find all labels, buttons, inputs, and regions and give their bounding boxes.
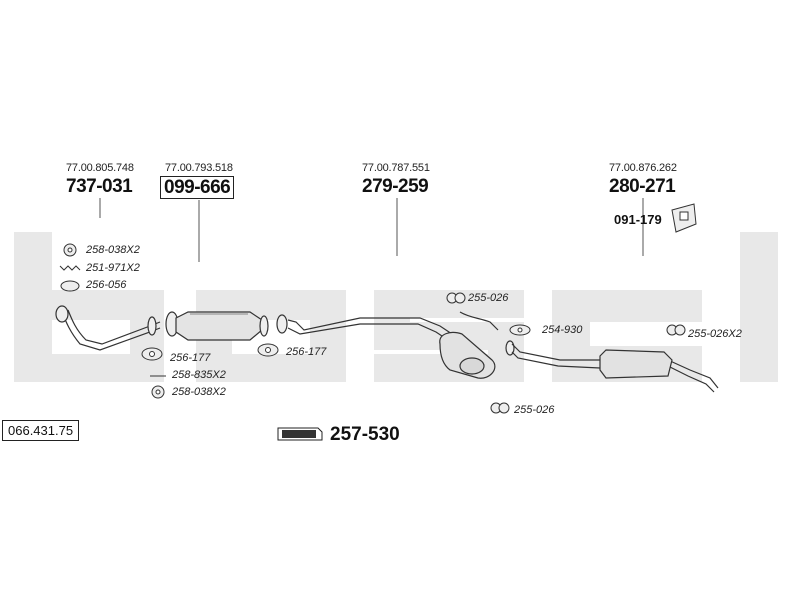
part-number[interactable]: 280-271 <box>609 176 676 197</box>
rear-muffler <box>599 349 673 379</box>
callout-label: 255-026 <box>468 292 509 304</box>
oe-number: 77.00.793.518 <box>165 162 233 174</box>
catalytic-converter <box>165 311 269 341</box>
oe-number: 77.00.805.748 <box>66 162 134 174</box>
callout-label: 256-177 <box>170 352 211 364</box>
hardware-icons <box>59 203 697 414</box>
callout-label: 255-026 <box>514 404 555 416</box>
callout-label: 258-038X2 <box>172 386 226 398</box>
center-muffler <box>439 331 496 379</box>
callout-label: 258-038X2 <box>86 244 140 256</box>
callout-label: 251-971X2 <box>86 262 140 274</box>
diagram-reference: 066.431.75 <box>2 420 80 441</box>
front-pipe <box>55 305 161 351</box>
oe-number: 77.00.876.262 <box>609 162 677 174</box>
callout-label: 254-930 <box>542 324 583 336</box>
part-number[interactable]: 279-259 <box>362 176 429 197</box>
part-number[interactable]: 737-031 <box>66 176 133 197</box>
kit-logo <box>277 427 323 441</box>
callout-label: 255-026X2 <box>688 328 742 340</box>
leader-lines <box>99 198 644 262</box>
callout-label: 256-177 <box>286 346 327 358</box>
middle-pipe <box>276 311 499 341</box>
hanger-part-number[interactable]: 091-179 <box>614 212 662 227</box>
rear-pipe <box>505 340 719 393</box>
callout-label: 258-835X2 <box>172 369 226 381</box>
part-number[interactable]: 099-666 <box>160 176 235 199</box>
oe-number: 77.00.787.551 <box>362 162 430 174</box>
kit-number[interactable]: 257-530 <box>330 424 400 445</box>
callout-label: 256-056 <box>86 279 127 291</box>
